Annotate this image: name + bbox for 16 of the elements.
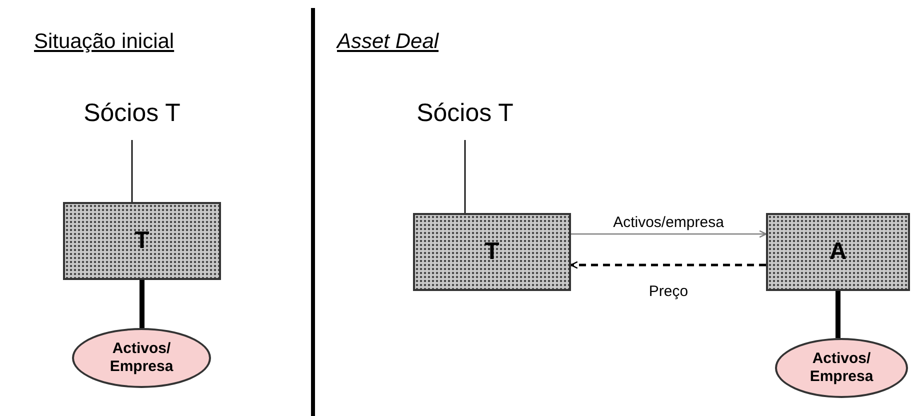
- entity-box: A: [766, 213, 910, 291]
- assets-ellipse: Activos/ Empresa: [72, 328, 211, 388]
- connector-line: [836, 291, 840, 338]
- edge-label: Preço: [588, 281, 748, 304]
- assets-ellipse: Activos/ Empresa: [775, 338, 908, 398]
- arrow: [570, 261, 766, 269]
- section-heading: Situação inicial: [34, 29, 174, 55]
- node-label: Sócios T: [72, 96, 192, 132]
- section-heading: Asset Deal: [337, 29, 439, 55]
- connector-line: [131, 140, 133, 202]
- connector-line: [140, 280, 144, 328]
- node-label: Sócios T: [405, 96, 525, 132]
- arrow: [571, 230, 767, 238]
- connector-line: [464, 140, 466, 213]
- entity-box: T: [413, 213, 571, 291]
- entity-box: T: [63, 202, 221, 280]
